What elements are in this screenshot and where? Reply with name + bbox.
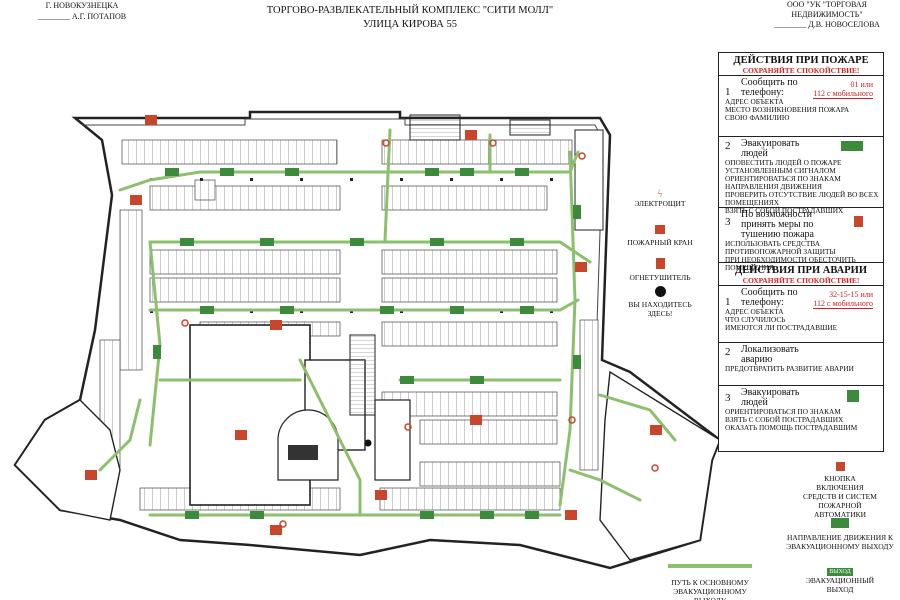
approval-block-right: ООО "УК "ТОРГОВАЯ НЕДВИЖИМОСТЬ" ________… <box>768 0 886 30</box>
fire-step-1: 1 Сообщить по телефону: 01 или 112 с моб… <box>719 75 883 136</box>
accident-section: ДЕЙСТВИЯ ПРИ АВАРИИ СОХРАНЯЙТЕ СПОКОЙСТВ… <box>719 262 883 444</box>
fire-step-3: 3 По возможности принять меры по тушению… <box>719 207 883 272</box>
evacuation-path <box>98 128 677 517</box>
first-aid-icon <box>847 390 859 402</box>
accident-title: ДЕЙСТВИЯ ПРИ АВАРИИ <box>735 265 867 276</box>
company-line1: ООО "УК "ТОРГОВАЯ <box>786 0 868 9</box>
signature-line-left: ________ А.Г. ПОТАПОВ <box>37 12 127 21</box>
legend-direction: НАПРАВЛЕНИЕ ДВИЖЕНИЯ К ЭВАКУАЦИОННОМУ ВЫ… <box>785 518 895 551</box>
legend-path: ПУТЬ К ОСНОВНОМУ ЭВАКУАЦИОННОМУ ВЫХОДУ <box>671 578 749 600</box>
fire-title: ДЕЙСТВИЯ ПРИ ПОЖАРЕ <box>733 55 869 66</box>
fire-hydrant-icon <box>655 225 665 234</box>
alarm-button-icon <box>835 462 845 471</box>
exit-sign-icon: ВЫХОД <box>827 568 853 576</box>
signature-line-right: ________ Д.В. НОВОСЕЛОВА <box>774 20 880 29</box>
company-line2: НЕДВИЖИМОСТЬ" <box>791 10 863 19</box>
direction-signs <box>153 168 581 519</box>
legend-extinguisher: ОГНЕТУШИТЕЛЬ <box>620 258 700 282</box>
legend-alarm-button: КНОПКА ВКЛЮЧЕНИЯ СРЕДСТВ И СИСТЕМ ПОЖАРН… <box>800 462 880 519</box>
you-are-here-marker <box>364 439 372 447</box>
fire-equipment <box>85 115 662 535</box>
instructions-panel: ДЕЙСТВИЯ ПРИ ПОЖАРЕ СОХРАНЯЙТЕ СПОКОЙСТВ… <box>718 52 884 452</box>
alarm-buttons <box>181 139 659 528</box>
accident-subtitle: СОХРАНЯЙТЕ СПОКОЙСТВИЕ! <box>742 276 860 285</box>
fire-phone: 01 или 112 с мобильного <box>813 80 873 99</box>
you-are-here-icon <box>654 286 666 297</box>
accident-step-2: 2 Локализовать аварию ПРЕДОТВРАТИТЬ РАЗВ… <box>719 342 883 385</box>
fire-extinguisher-icon <box>655 258 665 269</box>
direction-arrow-icon <box>831 518 849 528</box>
approval-block-left: Г. НОВОКУЗНЕЦКА ________ А.Г. ПОТАПОВ <box>18 0 146 22</box>
legend-hydrant: ПОЖАРНЫЙ КРАН <box>620 225 700 247</box>
legend-electro: ϟ ЭЛЕКТРОЩИТ <box>630 189 690 209</box>
title-line1: ТОРГОВО-РАЗВЛЕКАТЕЛЬНЫЙ КОМПЛЕКС "СИТИ М… <box>266 5 554 16</box>
legend-exit: ВЫХОД ЭВАКУАЦИОННЫЙ ВЫХОД <box>805 568 875 594</box>
fire-subtitle: СОХРАНЯЙТЕ СПОКОЙСТВИЕ! <box>742 66 860 75</box>
title-line2: УЛИЦА КИРОВА 55 <box>363 19 457 30</box>
parking-rows <box>99 139 599 511</box>
exit-sign-icon <box>841 141 863 151</box>
accident-step-3: 3 Эвакуировать людей ОРИЕНТИРОВАТЬСЯ ПО … <box>719 385 883 444</box>
fire-extinguisher-icon <box>854 216 863 227</box>
accident-phone: 32-15-15 или 112 с мобильного <box>813 290 873 309</box>
legend-you-are-here: ВЫ НАХОДИТЕСЬ ЗДЕСЬ! <box>622 286 698 318</box>
city-label: Г. НОВОКУЗНЕЦКА <box>45 1 119 10</box>
fire-section: ДЕЙСТВИЯ ПРИ ПОЖАРЕ СОХРАНЯЙТЕ СПОКОЙСТВ… <box>719 55 883 272</box>
fire-step-2: 2 Эвакуировать людей ОПОВЕСТИТЬ ЛЮДЕЙ О … <box>719 136 883 215</box>
accident-step-1: 1 Сообщить по телефону: 32-15-15 или 112… <box>719 285 883 342</box>
page-title: ТОРГОВО-РАЗВЛЕКАТЕЛЬНЫЙ КОМПЛЕКС "СИТИ М… <box>260 4 560 32</box>
electro-icon: ϟ <box>657 189 663 200</box>
